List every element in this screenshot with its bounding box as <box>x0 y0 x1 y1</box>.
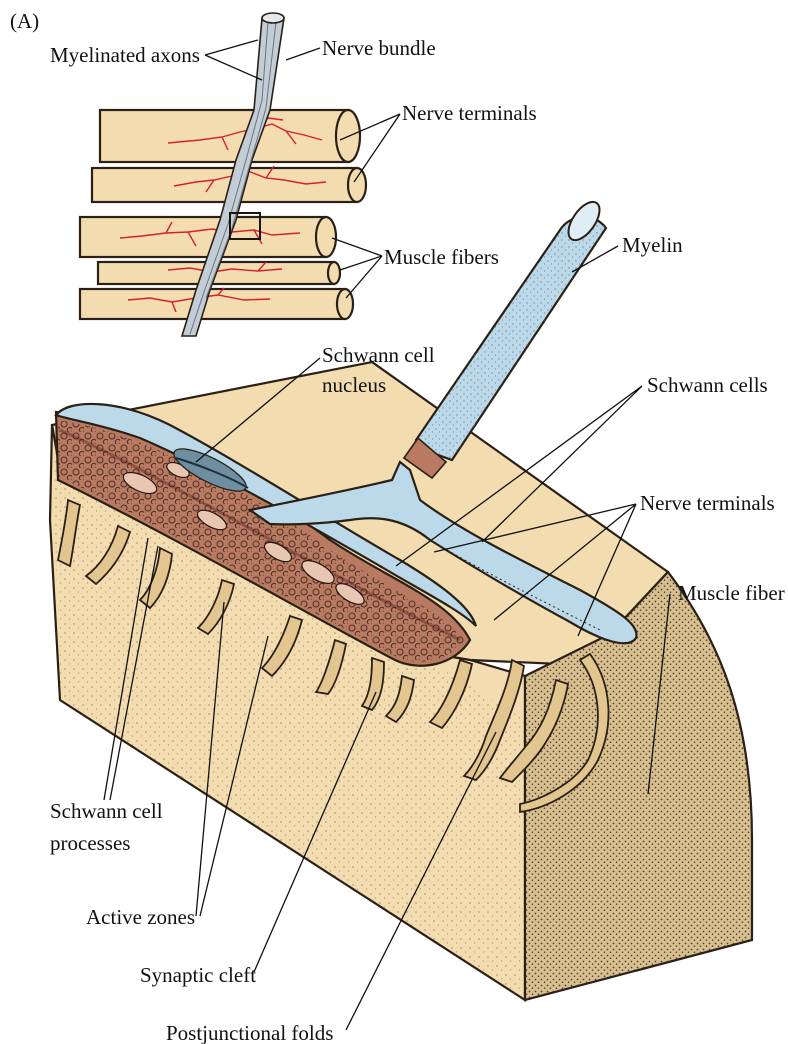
leader-myelinated-axons <box>205 40 262 80</box>
myelinated-axon <box>404 197 606 478</box>
label-schwann-cell-processes-1: Schwann cell <box>50 799 163 823</box>
label-schwann-cell-processes-2: processes <box>50 831 130 855</box>
label-schwann-cell-nucleus-2: nucleus <box>322 373 386 397</box>
label-myelin: Myelin <box>622 233 683 257</box>
label-synaptic-cleft: Synaptic cleft <box>140 963 256 987</box>
label-muscle-fiber: Muscle fiber <box>678 581 785 605</box>
label-schwann-cells: Schwann cells <box>647 373 768 397</box>
muscle-fiber-cylinder <box>100 110 360 162</box>
label-nerve-terminals-top: Nerve terminals <box>402 101 537 125</box>
muscle-fiber-cylinder <box>80 289 353 319</box>
muscle-fiber-cylinder <box>80 217 336 257</box>
label-active-zones: Active zones <box>86 905 195 929</box>
label-nerve-terminals-bottom: Nerve terminals <box>640 491 775 515</box>
label-myelinated-axons: Myelinated axons <box>50 43 200 67</box>
leader-nerve-bundle <box>286 48 320 60</box>
label-nerve-bundle: Nerve bundle <box>322 36 436 60</box>
label-postjunctional-folds: Postjunctional folds <box>166 1021 333 1044</box>
label-muscle-fibers: Muscle fibers <box>384 245 499 269</box>
panel-label: (A) <box>10 9 39 33</box>
label-schwann-cell-nucleus-1: Schwann cell <box>322 343 435 367</box>
